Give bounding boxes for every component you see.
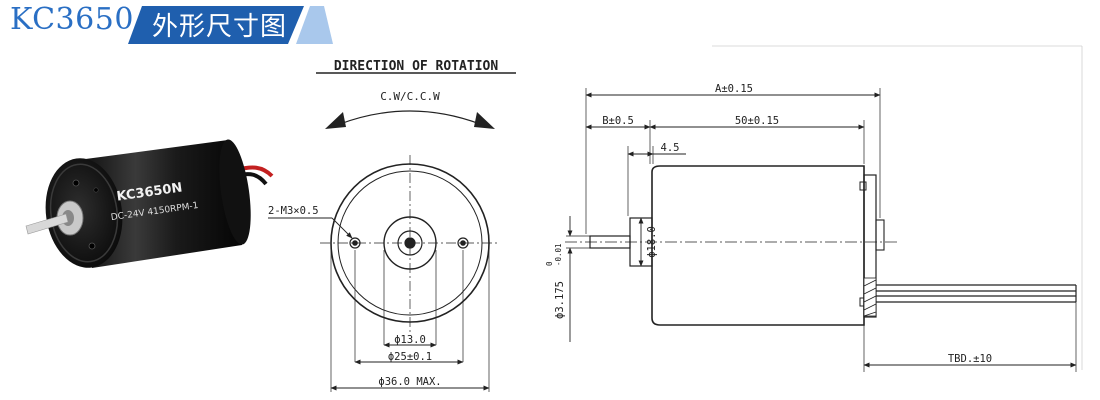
screw-hole-leader — [331, 217, 353, 239]
side-view: A±0.15 B±0.5 50±0.15 4.5 ϕ18.0 ϕ3.175 0 … — [545, 45, 1083, 372]
rotation-arrow-right — [474, 112, 495, 129]
banner-main-shape — [128, 6, 304, 44]
dim-shaft-label: B±0.5 — [602, 115, 634, 127]
dim-mount-label: ϕ25±0.1 — [388, 351, 432, 363]
side-rear-bushing — [875, 219, 885, 251]
dim-shaft-tol-lower: -0.01 — [554, 243, 563, 266]
rotation-direction-label: C.W/C.C.W — [380, 90, 440, 103]
lead-grommet — [863, 277, 877, 317]
dim-lead-label: TBD.±10 — [948, 353, 992, 365]
dim-shaft-dia-label: ϕ3.175 — [554, 281, 566, 319]
side-body — [651, 165, 865, 326]
screw-hole-label: 2-M3×0.5 — [268, 205, 319, 217]
front-view: DIRECTION OF ROTATION C.W/C.C.W 2-M3×0.5 — [268, 59, 516, 392]
dim-outer-label: ϕ36.0 MAX. — [378, 376, 441, 388]
banner-accent-shape — [296, 6, 333, 44]
model-title: KC3650 — [10, 2, 134, 37]
dim-boss-dia-label: ϕ18.0 — [646, 226, 658, 258]
section-banner — [128, 6, 333, 44]
rotation-heading: DIRECTION OF ROTATION — [334, 59, 499, 74]
section-title: 外形尺寸图 — [152, 12, 288, 42]
dim-inner-label: ϕ13.0 — [394, 334, 426, 346]
motor-photo: KC3650N DC-24V 4150RPM-1 — [25, 139, 274, 268]
dim-body-label: 50±0.15 — [735, 115, 779, 127]
rotation-arc — [339, 110, 481, 125]
rotation-arrow-left — [325, 112, 346, 129]
dim-boss-length-label: 4.5 — [661, 142, 680, 154]
side-notch-top — [859, 181, 867, 191]
dim-total-label: A±0.15 — [715, 83, 753, 95]
dim-shaft-tol-upper: 0 — [545, 261, 554, 266]
